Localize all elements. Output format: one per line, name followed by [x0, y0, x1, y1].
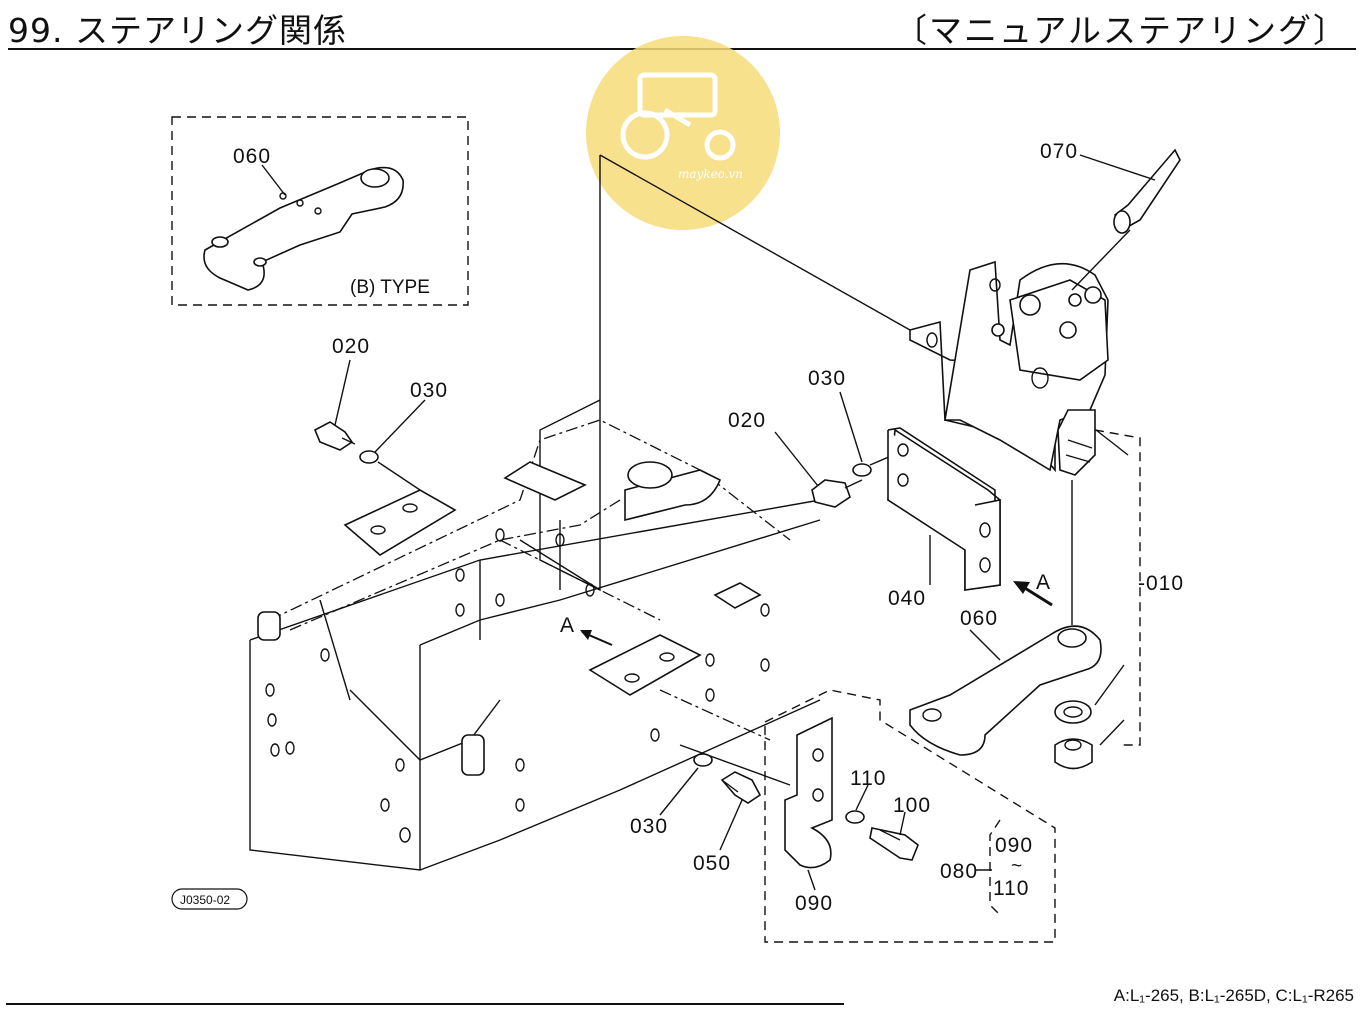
callout-010: -010	[1138, 572, 1184, 595]
callout-040: 040	[888, 587, 926, 610]
bolt-050	[659, 744, 791, 851]
bolt-020-left	[313, 359, 426, 491]
callout-080-to: 110	[993, 877, 1029, 900]
arrow-a-left	[580, 630, 613, 646]
steering-gearbox	[909, 260, 1109, 625]
group-010-bracket	[1094, 429, 1141, 746]
section-subtitle: 〔マニュアルステアリング〕	[893, 11, 1348, 50]
bracket-040	[887, 427, 1001, 591]
callout-050: 050	[693, 852, 731, 875]
inset-type-label: (B) TYPE	[350, 277, 430, 298]
callout-030-left: 030	[410, 379, 448, 402]
footer-rule	[6, 1003, 844, 1005]
callout-a-left: A	[560, 614, 575, 637]
bolt-020-mid	[774, 391, 906, 508]
subassembly-box-080	[764, 689, 1056, 943]
callout-080: 080	[940, 860, 978, 883]
callout-030-mid: 030	[808, 367, 846, 390]
figure-code-badge: J0350-02	[171, 888, 248, 910]
callout-030-bottom: 030	[630, 815, 668, 838]
callout-020-mid: 020	[728, 409, 766, 432]
page-title: 99. ステアリング関係	[8, 11, 347, 50]
shaft-070	[1071, 148, 1181, 291]
watermark-logo: maykeo.vn	[586, 36, 780, 230]
callout-110: 110	[850, 767, 886, 790]
callout-100: 100	[893, 794, 931, 817]
callout-070: 070	[1040, 140, 1078, 163]
frame-chassis	[249, 154, 911, 871]
callout-060: 060	[960, 607, 998, 630]
inset-b-type	[171, 116, 469, 306]
callout-090: 090	[795, 892, 833, 915]
figure-code: J0350-02	[180, 893, 230, 907]
callout-080-from: 090	[995, 834, 1033, 857]
callout-a-right: A	[1036, 571, 1051, 594]
arrow-a-right	[1013, 581, 1053, 607]
callout-060-inset: 060	[233, 145, 271, 168]
callout-080-tilde: ~	[1011, 856, 1022, 877]
callout-020-left: 020	[332, 335, 370, 358]
watermark-text: maykeo.vn	[678, 167, 743, 181]
model-applicability: A:L₁-265, B:L₁-265D, C:L₁-R265	[1113, 986, 1354, 1005]
pitman-arm-060	[909, 625, 1102, 770]
